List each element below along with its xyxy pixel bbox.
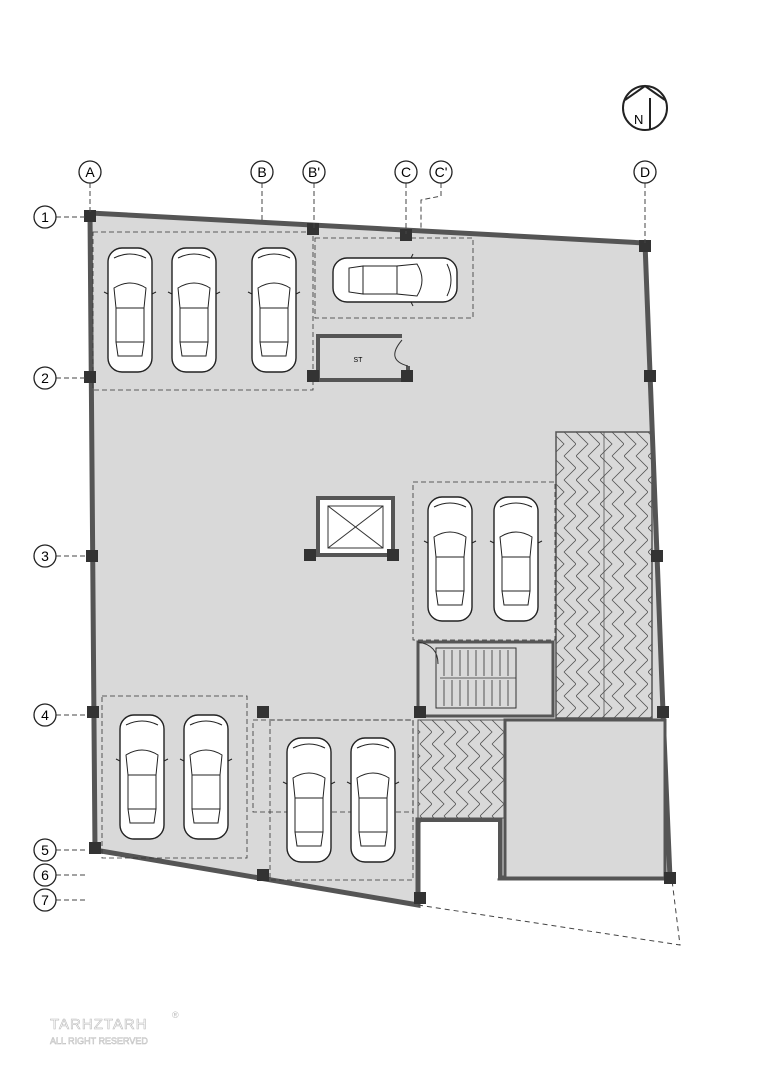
storage-label: ST: [354, 357, 364, 364]
column: [651, 550, 663, 562]
car: [167, 247, 221, 373]
grid-row-bubble-label: 6: [41, 867, 49, 883]
courtyard-area: [503, 718, 667, 880]
north-arrow: N: [622, 84, 668, 131]
column: [400, 229, 412, 241]
parking-bays: [92, 231, 556, 881]
column: [304, 549, 316, 561]
grid-row-bubble: 1: [33, 205, 57, 229]
column: [86, 550, 98, 562]
grid-row-bubble-label: 1: [41, 209, 49, 225]
grid-column-bubble: B: [250, 160, 274, 184]
storage-room: ST: [316, 334, 410, 382]
column: [401, 370, 413, 382]
grid-column-bubble-label: B': [308, 164, 320, 180]
grid-column-bubble-label: B: [257, 164, 266, 180]
grid-column-bubble: C': [429, 160, 453, 184]
column: [307, 223, 319, 235]
column: [387, 549, 399, 561]
column: [307, 370, 319, 382]
grid-row-bubble-label: 7: [41, 892, 49, 908]
north-label: N: [634, 112, 643, 127]
watermark-logo: TARHZTARH ALL RIGHT RESERVED ®: [30, 1000, 190, 1055]
grid-row-bubble-label: 3: [41, 548, 49, 564]
car: [247, 247, 301, 373]
column: [644, 370, 656, 382]
car: [179, 714, 233, 840]
column: [639, 240, 651, 252]
grid-column-bubble-label: C': [435, 164, 448, 180]
car: [489, 496, 543, 622]
car: [332, 253, 458, 307]
structural-columns: [84, 210, 676, 904]
column: [414, 706, 426, 718]
elevator-shaft: [316, 496, 395, 557]
column: [657, 706, 669, 718]
column: [257, 869, 269, 881]
grid-column-bubble: D: [633, 160, 657, 184]
car: [282, 737, 336, 863]
car: [423, 496, 477, 622]
car: [115, 714, 169, 840]
grid-column-bubble: C: [394, 160, 418, 184]
column: [414, 892, 426, 904]
grid-row-bubble-label: 4: [41, 707, 49, 723]
grid-row-bubble: 5: [33, 838, 57, 862]
grid-row-bubble: 4: [33, 703, 57, 727]
grid-row-bubble-label: 2: [41, 370, 49, 386]
staircase: [416, 640, 555, 718]
grid-row-bubble: 7: [33, 888, 57, 912]
column: [84, 210, 96, 222]
grid-column-bubble: A: [78, 160, 102, 184]
grid-row-bubble: 6: [33, 863, 57, 887]
logo-mark: ®: [172, 1010, 179, 1020]
logo-name: TARHZTARH: [50, 1016, 148, 1034]
logo-subtitle: ALL RIGHT RESERVED: [50, 1036, 148, 1047]
grid-column-bubble-label: A: [85, 164, 95, 180]
column: [664, 872, 676, 884]
hatched-ramp-lower: [417, 719, 506, 819]
property-line: [417, 879, 681, 946]
column: [89, 842, 101, 854]
grid-column-bubble: B': [302, 160, 326, 184]
grid-column-bubble-label: D: [640, 164, 650, 180]
car: [346, 737, 400, 863]
column: [84, 371, 96, 383]
grid-row-bubble: 2: [33, 366, 57, 390]
grid-row-bubble-label: 5: [41, 842, 49, 858]
car: [103, 247, 157, 373]
column: [87, 706, 99, 718]
grid-column-bubble-label: C: [401, 164, 411, 180]
column: [257, 706, 269, 718]
grid-row-bubble: 3: [33, 544, 57, 568]
